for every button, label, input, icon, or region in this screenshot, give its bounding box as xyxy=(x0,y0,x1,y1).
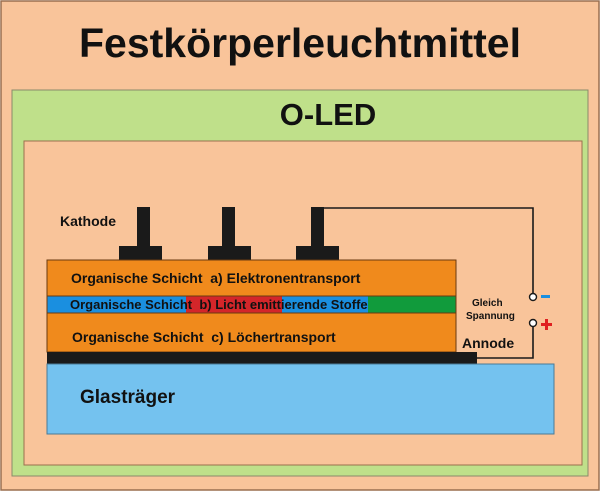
layer-b-segment-3 xyxy=(282,296,368,313)
layer-b-text-1: Organische Schi xyxy=(70,297,173,312)
plus-icon xyxy=(541,319,552,330)
layer-c-hole-transport xyxy=(46,312,457,353)
diagram-title: Festkörperleuchtmittel xyxy=(79,20,521,66)
glass-substrate xyxy=(46,363,555,435)
anode-wire xyxy=(477,326,534,359)
minus-terminal xyxy=(528,292,538,302)
layer-b-text-4: Stoffe xyxy=(327,297,367,312)
diagram-subtitle: O-LED xyxy=(280,97,376,132)
plus-terminal xyxy=(528,318,538,328)
anode-strip xyxy=(47,352,477,364)
voltage-label-line1: Gleich xyxy=(472,298,503,309)
layer-b-text-3: emittierende xyxy=(250,297,327,312)
kathode-wire xyxy=(324,207,534,294)
layer-b-segment-1 xyxy=(47,296,186,313)
layer-a-electron-transport xyxy=(46,259,457,297)
layer-b-segment-4 xyxy=(368,296,456,313)
layer-b-text-2: cht b) Licht xyxy=(173,297,250,312)
glass-label: Glasträger xyxy=(80,387,176,408)
kathode-contact-1 xyxy=(119,207,162,260)
layer-b-light-emitting xyxy=(46,295,457,314)
layer-b-segment-2 xyxy=(186,296,282,313)
layer-b-label: Organische Schicht b) Licht emittierende… xyxy=(70,297,368,312)
minus-icon xyxy=(541,295,550,298)
kathode-contact-3 xyxy=(296,207,339,260)
kathode-contact-2 xyxy=(208,207,251,260)
kathode-label: Kathode xyxy=(60,213,116,229)
anode-label: Annode xyxy=(462,335,514,351)
layer-c-label: Organische Schicht c) Löchertransport xyxy=(72,329,336,345)
voltage-label-line2: Spannung xyxy=(466,311,515,322)
layer-a-label: Organische Schicht a) Elektronentranspor… xyxy=(71,270,361,286)
